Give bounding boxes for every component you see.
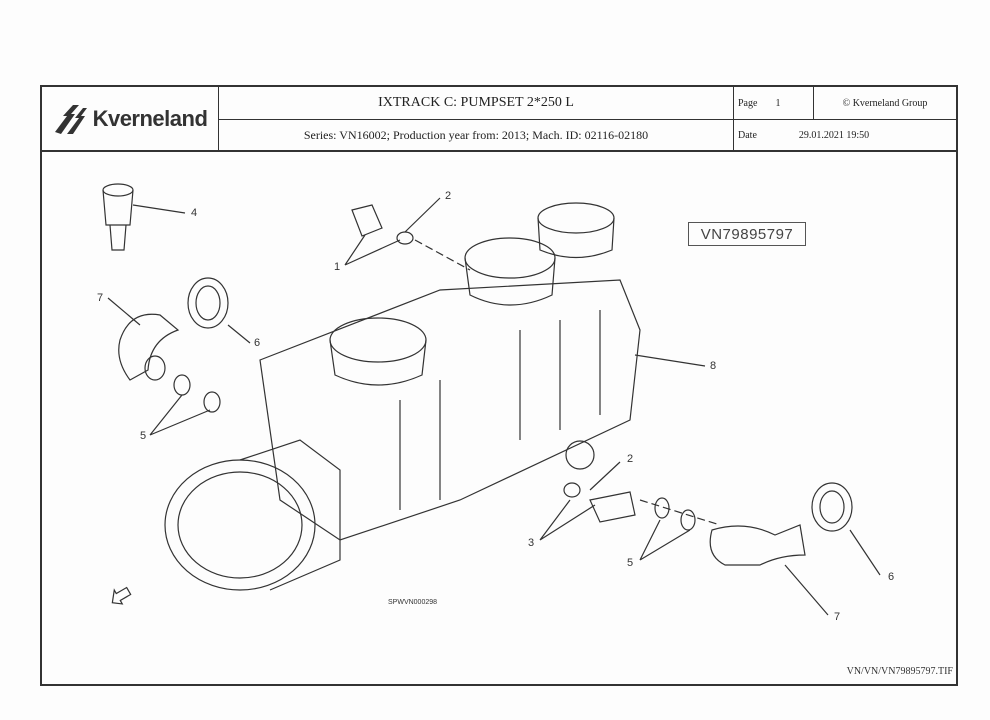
date-cell: Date 29.01.2021 19:50: [734, 120, 956, 150]
part-number-box: VN79895797: [688, 222, 806, 246]
series-info: Series: VN16002; Production year from: 2…: [219, 120, 734, 150]
callout-5b: 5: [627, 557, 634, 569]
callout-3: 3: [528, 537, 535, 549]
callout-2b: 2: [627, 453, 634, 465]
copyright: © Kverneland Group: [814, 87, 956, 120]
page-label: Page: [738, 97, 758, 109]
drawing-area: [40, 152, 958, 686]
callout-8: 8: [710, 360, 717, 372]
part-elbow-right: [539, 461, 881, 616]
callout-4: 4: [191, 207, 198, 219]
drawing-code: SPWVN000298: [388, 599, 438, 606]
callout-2: 2: [445, 190, 452, 202]
kverneland-logo: [54, 104, 87, 134]
orientation-arrow-icon: [111, 586, 132, 605]
pump-body: [164, 202, 706, 591]
part-elbow-left: [107, 277, 251, 436]
page-cell: Page 1: [734, 87, 814, 120]
date-label: Date: [738, 129, 757, 141]
drawing-title: IXTRACK C: PUMPSET 2*250 L: [219, 87, 734, 120]
callout-7: 7: [97, 292, 104, 304]
title-block: Kverneland IXTRACK C: PUMPSET 2*250 L Se…: [40, 85, 958, 152]
callout-6b: 6: [888, 571, 895, 583]
page-number: 1: [775, 97, 781, 109]
part-fitting-1: [344, 197, 471, 271]
date-value: 29.01.2021 19:50: [798, 129, 870, 141]
logo-cell: Kverneland: [42, 87, 219, 150]
callout-1: 1: [334, 261, 341, 273]
brand-name: Kverneland: [92, 105, 208, 131]
file-name: VN/VN/VN79895797.TIF: [846, 666, 953, 677]
part-connector: [102, 183, 186, 251]
callout-7b: 7: [834, 611, 841, 623]
callout-6: 6: [254, 337, 261, 349]
callout-5: 5: [140, 430, 147, 442]
